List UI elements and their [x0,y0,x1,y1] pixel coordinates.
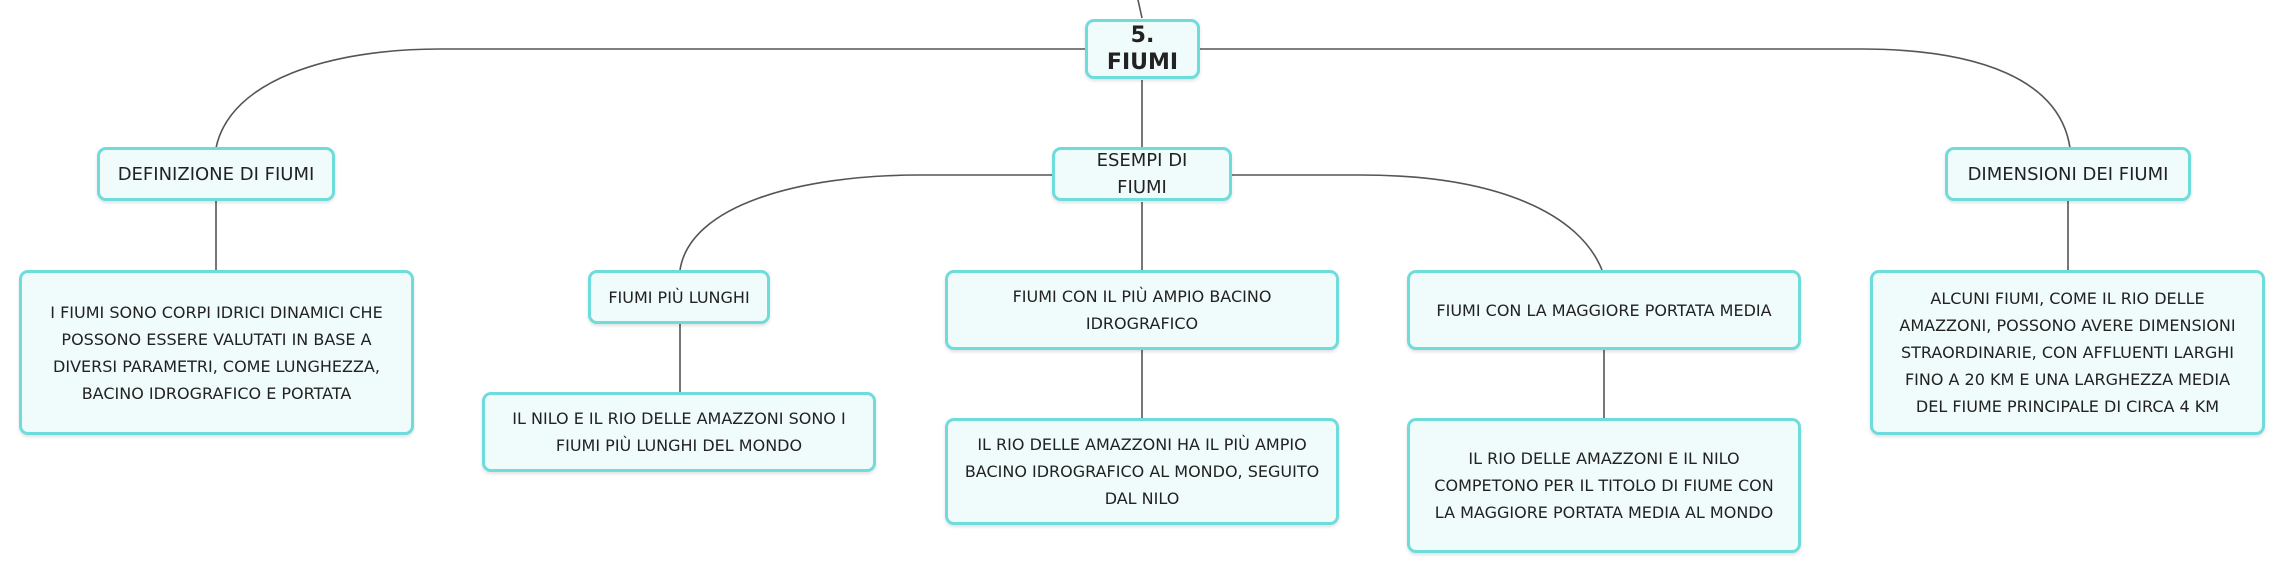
node-fiumi-portata[interactable]: FIUMI CON LA MAGGIORE PORTATA MEDIA [1407,270,1801,350]
root-node-fiumi[interactable]: 5. FIUMI [1085,19,1200,79]
node-dimensioni-text[interactable]: ALCUNI FIUMI, COME IL RIO DELLE AMAZZONI… [1870,270,2265,435]
node-definizione-text[interactable]: I FIUMI SONO CORPI IDRICI DINAMICI CHE P… [19,270,414,435]
node-fiumi-bacino[interactable]: FIUMI CON IL PIÙ AMPIO BACINO IDROGRAFIC… [945,270,1339,350]
node-fiumi-piu-lunghi[interactable]: FIUMI PIÙ LUNGHI [588,270,770,324]
node-portata-text[interactable]: IL RIO DELLE AMAZZONI E IL NILO COMPETON… [1407,418,1801,553]
connector-root-definizione [215,48,1086,149]
node-dimensioni-dei-fiumi[interactable]: DIMENSIONI DEI FIUMI [1945,147,2191,201]
node-esempi-di-fiumi[interactable]: ESEMPI DI FIUMI [1052,147,1232,201]
connector-root-dimensioni [1198,48,2071,149]
connector-esempi-lunghi [679,174,1055,271]
connector-parent-root [1137,0,1143,19]
node-bacino-text[interactable]: IL RIO DELLE AMAZZONI HA IL PIÙ AMPIO BA… [945,418,1339,525]
node-lunghi-text[interactable]: IL NILO E IL RIO DELLE AMAZZONI SONO I F… [482,392,876,472]
node-definizione-di-fiumi[interactable]: DEFINIZIONE DI FIUMI [97,147,335,201]
connector-esempi-portata [1230,174,1603,271]
